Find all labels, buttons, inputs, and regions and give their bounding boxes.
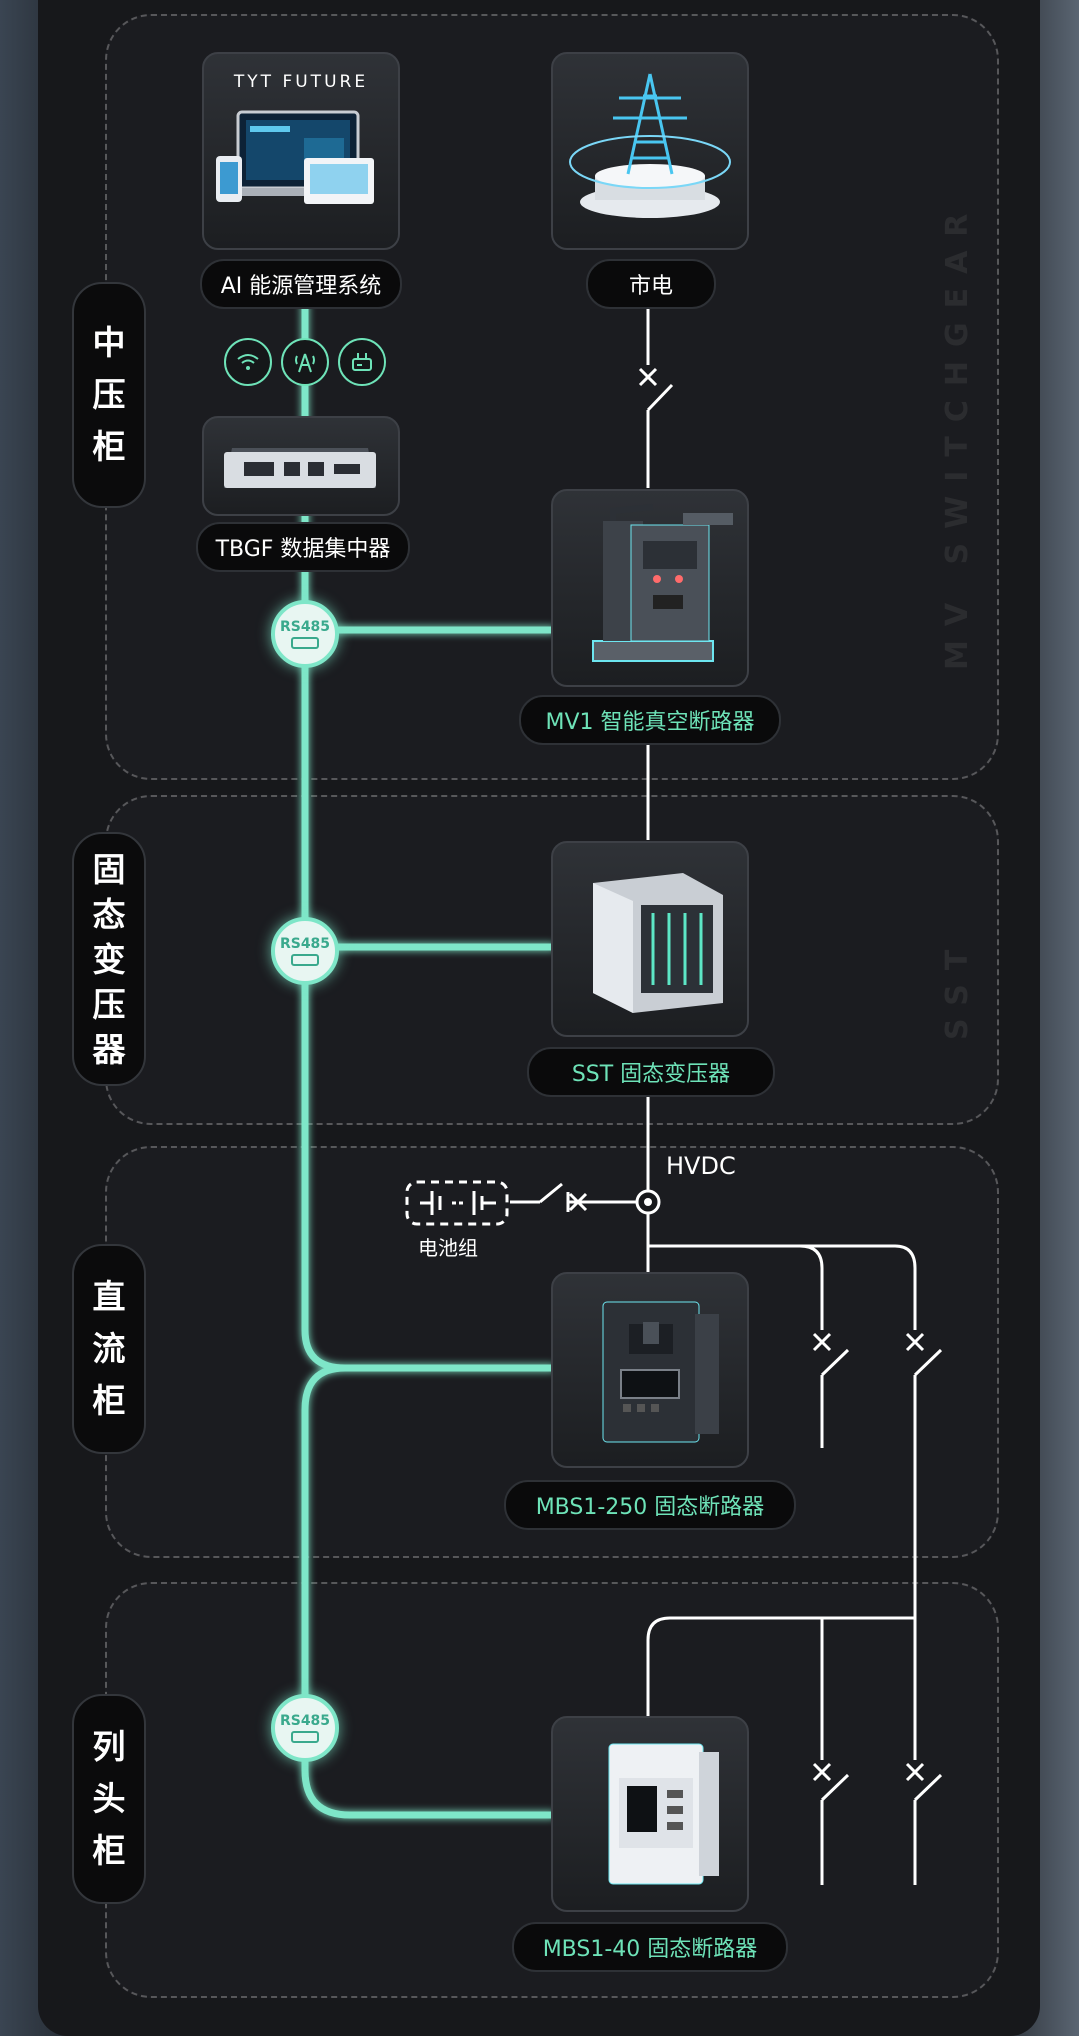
branch-4-switch-blade (913, 1773, 943, 1802)
vacuum-breaker-image (592, 504, 733, 662)
battery-label: 电池组 (418, 1236, 478, 1260)
mbs250-label: MBS1-250 固态断路器 (504, 1480, 796, 1530)
hvdc-node (635, 1189, 661, 1215)
grid-switch-blade (646, 383, 674, 412)
section-label-char: 态 (92, 894, 126, 934)
section-label-char: 直 (92, 1277, 126, 1316)
section-label-char: 器 (92, 1029, 126, 1069)
section-label-char: 压 (92, 984, 126, 1024)
sst-label: SST 固态变压器 (527, 1047, 775, 1097)
ems-system-card: TYT FUTURE (202, 52, 400, 250)
rs485-connector-icon: RS485 (271, 917, 339, 985)
section-label-dc: 直 流 柜 (72, 1244, 146, 1454)
mv1-label: MV1 智能真空断路器 (519, 695, 781, 745)
solid-state-breaker-250-image (602, 1301, 719, 1443)
section-label-sst: 固 态 变 压 器 (72, 832, 146, 1086)
power-tower-icon (569, 73, 731, 218)
rs485-label: RS485 (279, 1713, 331, 1729)
mbs40-card (551, 1716, 749, 1912)
section-label-char: 固 (92, 849, 126, 889)
branch-1-switch-blade (820, 1348, 850, 1377)
section-label-mv: 中 压 柜 (72, 282, 146, 508)
section-label-char: 流 (92, 1329, 126, 1368)
rs485-label: RS485 (279, 936, 331, 952)
solid-state-breaker-40-image (608, 1743, 719, 1885)
breaker-marks (566, 367, 925, 1782)
battery-symbol (405, 1180, 509, 1226)
battery-switch-blade (539, 1182, 563, 1204)
router-icon (338, 338, 386, 386)
sst-cabinet-image (593, 873, 723, 1013)
concentrator-label: TBGF 数据集中器 (196, 522, 410, 572)
row-head-bus (646, 1616, 915, 1720)
mv1-breaker-card (551, 489, 749, 687)
ems-dashboard-image (216, 110, 374, 204)
section-label-char: 头 (92, 1779, 126, 1818)
branch-bus-2 (800, 1244, 917, 1330)
comm-line-branch-loop (301, 1364, 556, 1819)
ems-label: AI 能源管理系统 (200, 259, 402, 309)
hvdc-bus-label: HVDC (666, 1152, 736, 1180)
mbs250-card (551, 1272, 749, 1468)
section-label-char: 中 (92, 323, 126, 362)
data-concentrator-image (224, 448, 376, 488)
rs485-label: RS485 (279, 619, 331, 635)
mbs40-label: MBS1-40 固态断路器 (512, 1922, 788, 1972)
branch-2-switch-blade (913, 1348, 943, 1377)
branch-3-switch-blade (820, 1773, 850, 1802)
section-label-char: 压 (92, 375, 126, 414)
grid-card (551, 52, 749, 250)
antenna-icon (281, 338, 329, 386)
section-label-char: 柜 (92, 1831, 126, 1870)
section-label-char: 变 (92, 939, 126, 979)
sst-card (551, 841, 749, 1037)
power-lines (510, 300, 943, 1885)
rs485-connector-icon: RS485 (271, 600, 339, 668)
section-label-char: 列 (92, 1727, 126, 1766)
rs485-connector-icon: RS485 (271, 1694, 339, 1762)
wifi-icon (224, 338, 272, 386)
section-label-char: 柜 (92, 427, 126, 466)
section-label-row-head: 列 头 柜 (72, 1694, 146, 1904)
concentrator-card (202, 416, 400, 516)
brand-logo: TYT FUTURE (233, 72, 369, 92)
section-label-char: 柜 (92, 1381, 126, 1420)
rs485-comm-bus (301, 301, 556, 1819)
grid-label: 市电 (586, 259, 716, 309)
